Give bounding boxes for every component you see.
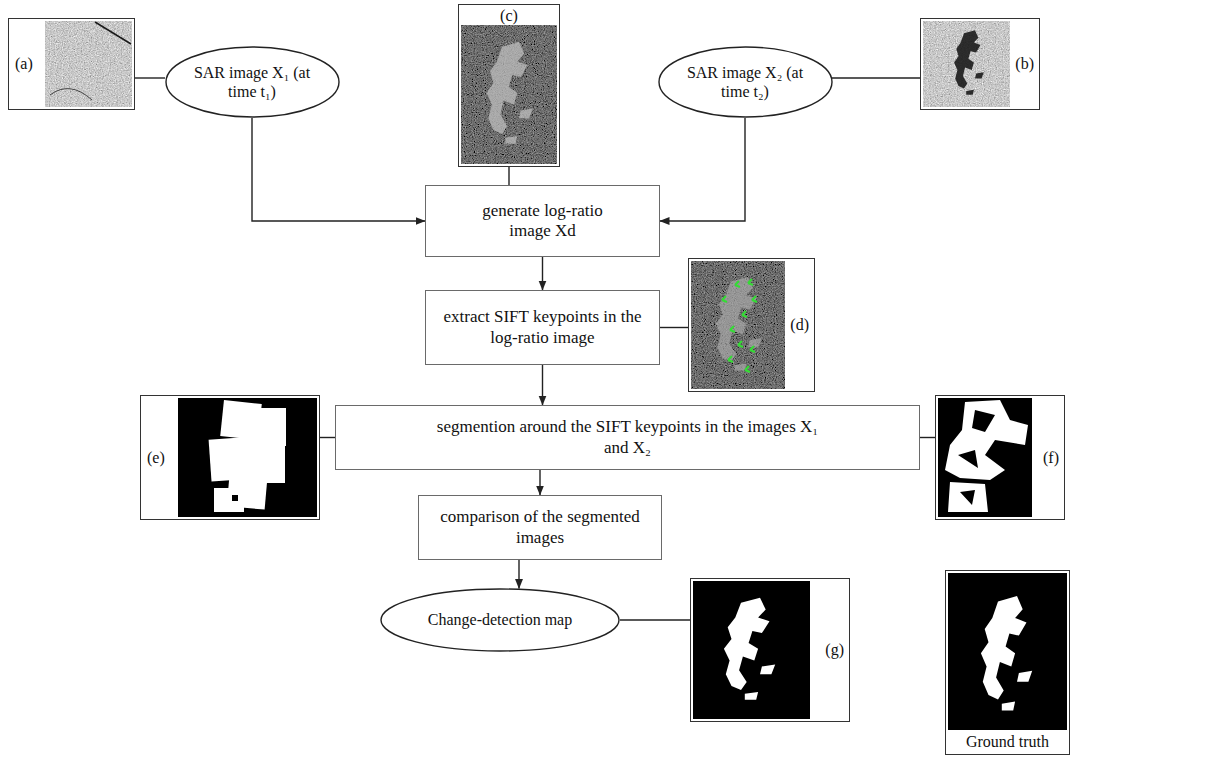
ellipse-shape: [381, 589, 619, 651]
segment-patch: [945, 400, 1028, 512]
image-frame: (b): [920, 18, 1040, 110]
segmented-image-t2: [938, 398, 1032, 517]
log-ratio-image: [461, 25, 557, 164]
speckle-texture: [923, 21, 1010, 107]
change-region: [981, 596, 1032, 710]
node-label: extract SIFT keypoints in the log-ratio …: [440, 307, 645, 348]
change-region: [487, 42, 533, 144]
sar-image-t2: [923, 21, 1010, 107]
background: [948, 573, 1067, 730]
connector-arrow: [660, 118, 745, 221]
text-block: SAR image X₂ (at time t₂): [686, 63, 804, 101]
segment-patch: [250, 408, 286, 446]
process-box: comparison of the segmented images: [418, 495, 662, 560]
ellipse-shape: [659, 47, 832, 117]
connector-line: [508, 167, 509, 185]
node-label: Change-detection map: [428, 610, 572, 629]
node-label: SAR image X₂ (at time t₂): [686, 63, 804, 101]
sar-image-t1: [45, 21, 132, 107]
connector-arrow: [518, 560, 519, 588]
text-block: SAR image X₁ (at time t₁): [193, 63, 311, 101]
text-block: (g): [825, 641, 844, 659]
speckle-texture: [461, 25, 557, 164]
background: [938, 398, 1032, 517]
road-line: [95, 22, 131, 44]
change-map-image: [693, 581, 810, 719]
process-box: segmention around the SIFT keypoints in …: [335, 405, 920, 470]
sift-keypoints: [722, 279, 757, 372]
node-label: comparison of the segmented images: [430, 507, 650, 548]
text-block: (f): [1043, 449, 1059, 467]
ground-truth-image: [948, 573, 1067, 730]
process-box: generate log-ratio image Xd: [425, 185, 660, 257]
connector-arrow: [252, 118, 425, 221]
text-block: (a): [15, 55, 33, 73]
image-frame: (f): [935, 395, 1065, 520]
segment-patch: [214, 488, 244, 512]
background: [693, 581, 810, 719]
figure-label: (g): [825, 641, 844, 659]
image-frame: Ground truth: [945, 570, 1070, 755]
background: [178, 398, 317, 517]
text-block: extract SIFT keypoints in the log-ratio …: [440, 307, 645, 348]
connector-line: [620, 619, 690, 620]
flood-region: [954, 30, 984, 94]
figure-label: (c): [500, 7, 518, 25]
node-label: generate log-ratio image Xd: [460, 201, 625, 242]
figure-label: (e): [147, 449, 165, 467]
figure-label: (f): [1043, 449, 1059, 467]
text-block: (b): [1015, 55, 1034, 73]
image-frame: (a): [8, 18, 135, 110]
speckle-texture: [45, 21, 132, 107]
text-block: segmention around the SIFT keypoints in …: [435, 417, 820, 458]
segment-hole: [958, 410, 1020, 505]
ellipse-shape: [166, 47, 339, 117]
keypoint-image: [691, 261, 785, 389]
segment-hole: [232, 495, 238, 501]
ellipse-outline: [658, 46, 833, 118]
process-box: extract SIFT keypoints in the log-ratio …: [425, 290, 660, 365]
image-frame: (d): [688, 258, 815, 392]
speckle-texture: [691, 261, 785, 389]
input-ellipse: SAR image X₁ (at time t₁): [165, 46, 340, 118]
road-line: [50, 89, 92, 100]
text-block: (d): [790, 316, 809, 334]
output-ellipse: Change-detection map: [380, 588, 620, 652]
input-ellipse: SAR image X₂ (at time t₂): [658, 46, 833, 118]
connector-line: [320, 437, 335, 438]
text-block: Ground truth: [966, 733, 1049, 751]
change-region: [724, 598, 775, 700]
figure-label: (a): [15, 55, 33, 73]
connector-arrow: [542, 365, 543, 405]
connector-line: [920, 437, 935, 438]
figure-label: (d): [790, 316, 809, 334]
figure-label: (b): [1015, 55, 1034, 73]
text-block: comparison of the segmented images: [430, 507, 650, 548]
text-block: generate log-ratio image Xd: [460, 201, 625, 242]
image-frame: (c): [458, 4, 560, 167]
figure-label: Ground truth: [966, 733, 1049, 751]
connector-arrow: [542, 257, 543, 290]
image-frame: (e): [140, 395, 320, 520]
segment-patch: [245, 445, 285, 483]
text-block: (c): [500, 7, 518, 25]
text-block: Change-detection map: [428, 610, 572, 629]
node-label: segmention around the SIFT keypoints in …: [435, 417, 820, 458]
connector-line: [660, 327, 688, 328]
text-block: (e): [147, 449, 165, 467]
image-frame: (g): [690, 578, 850, 722]
change-region: [716, 277, 762, 371]
connector-line: [832, 77, 920, 78]
segmented-image-t1: [178, 398, 317, 517]
ellipse-outline: [165, 46, 340, 118]
connector-arrow: [539, 470, 540, 495]
node-label: SAR image X₁ (at time t₁): [193, 63, 311, 101]
connector-line: [135, 77, 165, 78]
